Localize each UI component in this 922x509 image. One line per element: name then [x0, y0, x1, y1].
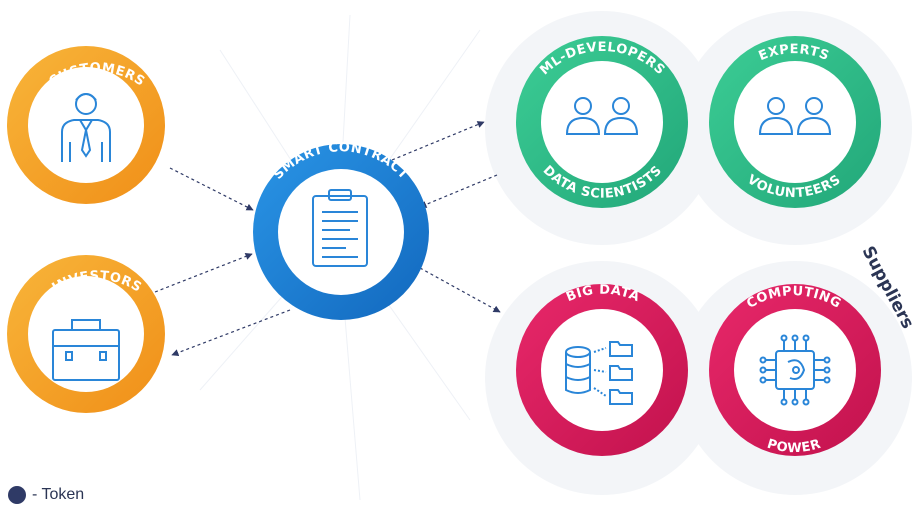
power-label: POWER: [765, 437, 823, 456]
smart-contract-node: SMART CONTRACT: [253, 140, 429, 320]
briefcase-icon: [52, 319, 120, 381]
arrow-ml-to-contract: [419, 174, 498, 208]
ml-developers-node: ML-DEVELOPERS DATA SCIENTISTS: [516, 36, 688, 208]
investors-node: INVESTORS: [7, 255, 165, 413]
customers-node: CUSTOMERS: [7, 46, 165, 204]
big-data-label: BIG DATA: [564, 283, 642, 306]
computing-power-node: COMPUTING POWER: [709, 284, 881, 456]
businessman-icon: [61, 93, 111, 162]
clipboard-icon: [312, 189, 368, 267]
people-icon: [758, 97, 832, 135]
arrow-customers-to-contract: [169, 167, 254, 211]
legend-text: - Token: [32, 486, 85, 503]
big-data-node: BIG DATA: [516, 283, 688, 456]
people-icon: [565, 97, 639, 135]
experts-label: EXPERTS: [757, 42, 832, 64]
arrow-investors-to-contract: [154, 253, 253, 293]
database-icon: [565, 341, 633, 405]
chip-icon: [759, 334, 831, 406]
arrow-contract-to-ml: [391, 121, 485, 161]
token-dot-icon: [8, 486, 26, 504]
arrow-contract-to-bigdata: [419, 267, 501, 313]
token-arrows: [154, 121, 501, 357]
experts-node: EXPERTS VOLUNTEERS: [709, 36, 881, 208]
arrow-contract-to-investors: [171, 309, 291, 357]
legend: - Token: [8, 486, 84, 504]
